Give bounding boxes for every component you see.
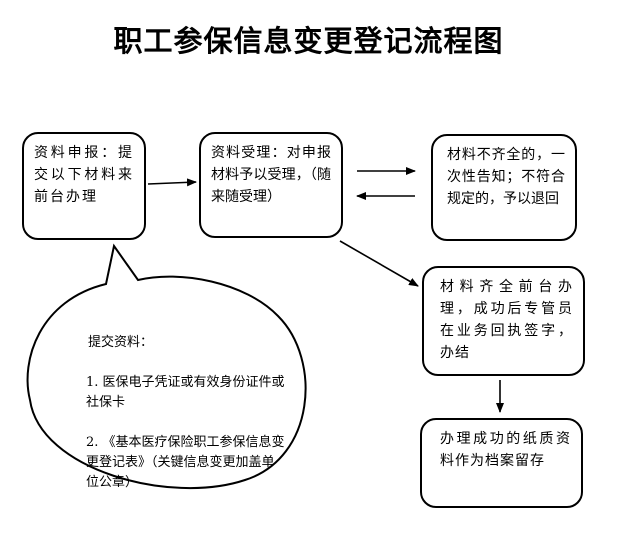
callout-heading: 提交资料：	[88, 335, 154, 350]
callout-bubble	[26, 243, 307, 490]
node-material-submission: 资料申报：提交以下材料来前台办理	[22, 132, 146, 240]
page-title: 职工参保信息变更登记流程图	[113, 24, 504, 58]
node-archive-retention: 办理成功的纸质资料作为档案留存	[420, 418, 583, 508]
callout-item-1: 1. 医保电子凭证或有效身份证件或社保卡	[86, 375, 285, 410]
arrow-accept-to-complete	[339, 240, 419, 287]
callout-required-documents: 提交资料： 1. 医保电子凭证或有效身份证件或社保卡 2. 《基本医疗保险职工参…	[86, 313, 286, 513]
callout-item-2: 2. 《基本医疗保险职工参保信息变更登记表》（关键信息变更加盖单位公章）	[86, 435, 285, 490]
arrow-submit-to-accept	[147, 178, 197, 187]
node-front-desk-completion: 材料齐全前台办理，成功后专管员在业务回执签字，办结	[422, 266, 585, 376]
node-material-acceptance: 资料受理：对申报材料予以受理，（随来随受理）	[199, 132, 343, 238]
node-incomplete-return: 材料不齐全的，一次性告知；不符合规定的，予以退回	[431, 134, 577, 241]
